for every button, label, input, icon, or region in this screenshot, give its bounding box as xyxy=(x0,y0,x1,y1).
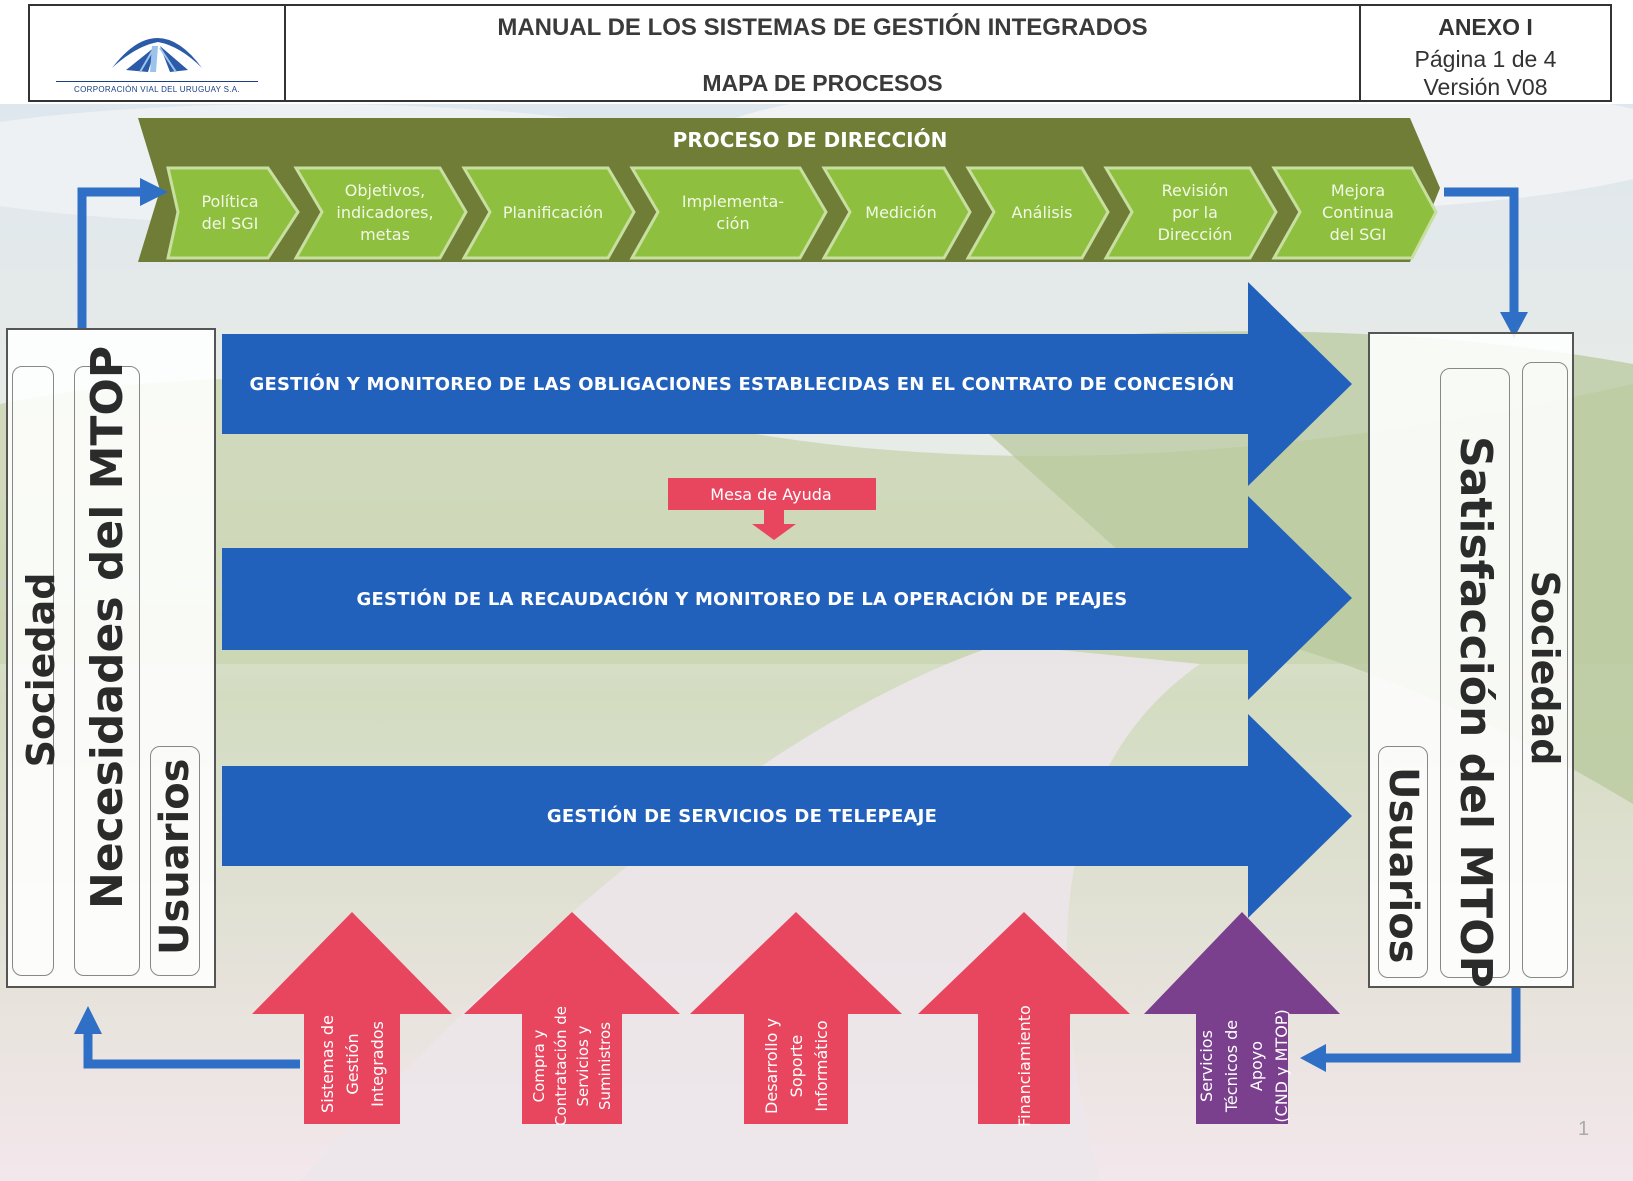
right-users-label: Usuarios xyxy=(1380,767,1426,964)
direction-chevrons xyxy=(166,166,1438,260)
connector-left-top xyxy=(77,187,146,330)
process-label-tolls: GESTIÓN DE LA RECAUDACIÓN Y MONITOREO DE… xyxy=(356,588,1128,610)
arrow-head-icon xyxy=(74,1006,102,1034)
support-label-it: Desarrollo y Soporte Informático xyxy=(761,1018,831,1114)
left-inputs-box xyxy=(6,328,216,988)
support-arrow-5 xyxy=(1144,912,1340,1124)
company-name: CORPORACIÓN VIAL DEL URUGUAY S.A. xyxy=(74,85,240,94)
step-analysis: Análisis xyxy=(1011,203,1073,222)
support-arrow-2 xyxy=(464,912,680,1124)
title-cell: MANUAL DE LOS SISTEMAS DE GESTIÓN INTEGR… xyxy=(286,6,1361,100)
direction-process-title: PROCESO DE DIRECCIÓN xyxy=(672,128,948,152)
support-label-sgi: Sistemas de Gestión Integrados xyxy=(317,1015,387,1113)
chevron-step xyxy=(1103,166,1278,260)
chevron-step xyxy=(965,166,1110,260)
help-desk-label: Mesa de Ayuda xyxy=(710,484,832,504)
left-pill-users xyxy=(150,746,200,976)
connector-right-bottom xyxy=(1322,986,1521,1063)
arrow-head-icon xyxy=(1500,312,1528,338)
step-implementation: Implementa- ción xyxy=(681,192,785,233)
right-pill-satisfaction xyxy=(1440,368,1510,978)
page-count: Página 1 de 4 xyxy=(1414,46,1557,72)
arrow-head-icon xyxy=(1300,1044,1326,1072)
help-desk-down-arrow-icon xyxy=(752,510,796,540)
right-pill-society xyxy=(1522,362,1568,978)
document-header: CORPORACIÓN VIAL DEL URUGUAY S.A. MANUAL… xyxy=(28,4,1612,102)
page-number: 1 xyxy=(1578,1118,1590,1140)
left-society-label: Sociedad xyxy=(19,572,63,768)
right-society-label: Sociedad xyxy=(1523,570,1567,766)
logo-cell: CORPORACIÓN VIAL DEL URUGUAY S.A. xyxy=(30,6,286,100)
step-measurement: Medición xyxy=(865,203,937,222)
process-label-concession: GESTIÓN Y MONITOREO DE LAS OBLIGACIONES … xyxy=(249,373,1235,395)
chevron-step xyxy=(293,166,468,260)
annex-label: ANEXO I xyxy=(1438,14,1533,40)
process-arrow-2 xyxy=(222,496,1352,700)
step-objectives: Objetivos, indicadores, metas xyxy=(336,181,434,244)
process-label-telepeaje: GESTIÓN DE SERVICIOS DE TELEPEAJE xyxy=(546,805,938,827)
right-pill-users xyxy=(1378,746,1428,978)
connector-left-bottom xyxy=(83,1030,300,1069)
left-pill-society xyxy=(12,366,54,976)
map-title: MAPA DE PROCESOS xyxy=(702,70,943,96)
company-logo-icon xyxy=(112,38,202,73)
help-desk-box xyxy=(668,478,876,510)
step-management-review: Revisión por la Dirección xyxy=(1157,181,1233,244)
process-arrow-3 xyxy=(222,714,1352,918)
connector-right-top xyxy=(1444,187,1519,316)
arrow-head-icon xyxy=(140,178,168,206)
left-users-label: Usuarios xyxy=(152,758,198,955)
support-arrow-4 xyxy=(918,912,1130,1124)
chevron-step xyxy=(461,166,636,260)
manual-title: MANUAL DE LOS SISTEMAS DE GESTIÓN INTEGR… xyxy=(497,14,1148,41)
chevron-step xyxy=(1271,166,1438,260)
revision-cell: ANEXO I Página 1 de 4 Versión V08 xyxy=(1361,6,1610,100)
version-label: Versión V08 xyxy=(1423,74,1548,100)
support-arrow-1 xyxy=(252,912,452,1124)
step-continuous-improvement: Mejora Continua del SGI xyxy=(1322,181,1394,244)
support-arrow-3 xyxy=(690,912,902,1124)
left-pill-needs xyxy=(74,366,140,976)
process-arrow-1 xyxy=(222,282,1352,486)
chevron-step xyxy=(166,166,300,260)
chevron-step xyxy=(629,166,828,260)
right-satisfaction-label: Satisfacción del MTOP xyxy=(1450,436,1501,988)
support-label-procurement: Compra y Contratación de Servicios y Sum… xyxy=(530,1005,614,1127)
step-planning: Planificación xyxy=(502,203,604,222)
right-outputs-box xyxy=(1368,332,1574,988)
left-needs-label: Necesidades del MTOP xyxy=(82,345,133,909)
support-label-technical-services: Servicios Técnicos de Apoyo (CND y MTOP) xyxy=(1197,1009,1291,1123)
support-label-financing: Financiamiento xyxy=(1014,1005,1034,1127)
chevron-step xyxy=(821,166,972,260)
step-policy: Política del SGI xyxy=(201,192,259,233)
